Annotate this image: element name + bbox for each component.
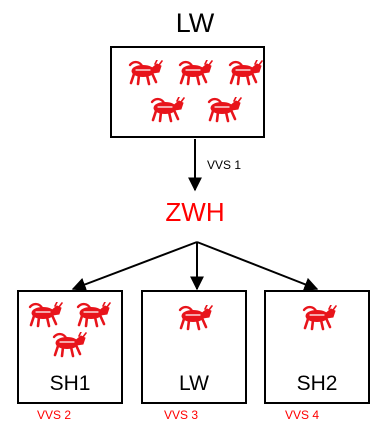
source-animal-icon-3: [228, 60, 263, 86]
branch-box-2: LW: [141, 290, 247, 404]
branch-caption-3: VVS 4: [285, 408, 320, 422]
source-animal-icon-4: [150, 97, 185, 123]
branch-1-animal-icon-3: [52, 332, 87, 358]
branch-box-3: SH2: [264, 290, 370, 404]
branch-2-animal-icon-1: [178, 305, 213, 331]
center-node-label: ZWH: [165, 197, 225, 227]
branch-label-3: SH2: [296, 372, 338, 395]
branch-caption-1: VVS 2: [37, 408, 72, 422]
source-link-label: VVS 1: [207, 158, 242, 172]
arrow-to-branch-1: [71, 241, 198, 292]
branch-label-2: LW: [179, 372, 209, 395]
branch-1-animal-icon-1: [28, 302, 63, 328]
branch-caption-2: VVS 3: [164, 408, 199, 422]
branch-3-animal-icon-1: [302, 305, 337, 331]
arrow-to-branch-3: [196, 241, 319, 291]
source-animal-icon-1: [128, 60, 163, 86]
source-title: LW: [175, 8, 215, 38]
source-animal-icon-5: [207, 97, 242, 123]
source-animal-icon-2: [178, 60, 213, 86]
branch-1-animal-icon-2: [76, 302, 111, 328]
branch-label-1: SH1: [49, 372, 91, 395]
